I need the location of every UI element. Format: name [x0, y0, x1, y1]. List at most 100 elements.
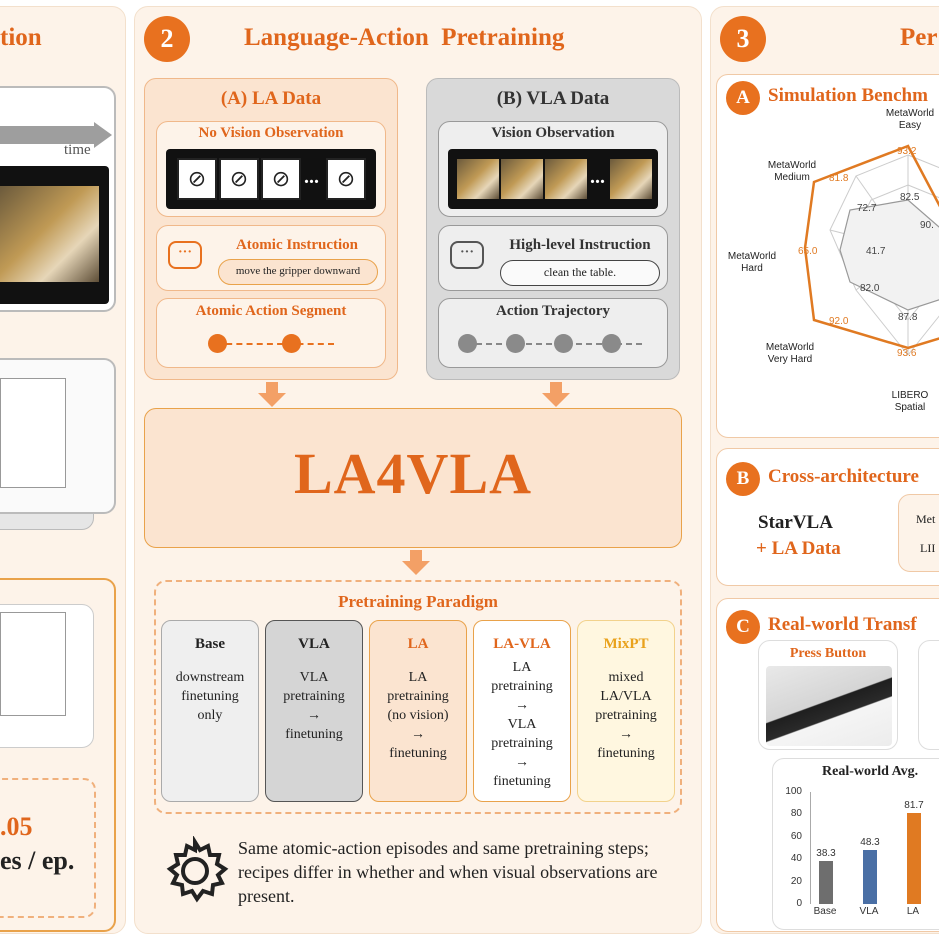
cross-result-line-1: Met — [916, 512, 936, 526]
eye-off-icon: ⊘ — [229, 166, 249, 191]
radar-outer-easy: 93.2 — [897, 146, 917, 157]
la-frame-ellipsis: ... — [304, 166, 319, 188]
arrow-vla-head — [542, 393, 570, 407]
radar-axis-medium: MetaWorld Medium — [767, 160, 817, 183]
section-2-title: Language-Action Pretraining — [244, 24, 565, 51]
time-arrow — [0, 126, 96, 144]
paradigm-line: only — [197, 708, 223, 723]
atomic-action-dot-end — [282, 334, 301, 353]
radar-inner-very-hard: 82.0 — [860, 283, 880, 294]
high-level-text: clean the table. — [500, 260, 660, 286]
paradigm-line: pretraining — [491, 679, 553, 694]
radar-inner-series — [839, 199, 939, 311]
trajectory-dot-2 — [506, 334, 525, 353]
paradigm-note: Same atomic-action episodes and same pre… — [238, 838, 658, 906]
chat-icon-grey: ··· — [450, 241, 484, 269]
y-tick-label: 20 — [790, 875, 802, 887]
blind-frame-3: ⊘ — [261, 158, 301, 200]
paradigm-line: → — [619, 727, 633, 742]
arrow-paradigm-head — [402, 561, 430, 575]
blind-frame-2: ⊘ — [219, 158, 259, 200]
radar-axis-hard: MetaWorld Hard — [727, 251, 777, 274]
bar-base — [819, 861, 833, 904]
time-arrow-head — [94, 122, 112, 148]
paradigm-col-name: LA — [407, 636, 429, 652]
blind-frame-1: ⊘ — [177, 158, 217, 200]
paradigm-col-name: LA-VLA — [493, 636, 551, 652]
vision-label: Vision Observation — [491, 125, 615, 141]
atomic-action-box — [156, 298, 386, 368]
vla-frame-4 — [610, 159, 652, 199]
paradigm-line: → — [515, 755, 529, 770]
radar-axis-spatial: LIBERO Spatial — [891, 390, 929, 413]
paradigm-title: Pretraining Paradigm — [338, 592, 498, 611]
gear-icon — [166, 836, 229, 903]
paradigm-line: pretraining — [491, 736, 553, 751]
section-2-badge: 2 — [144, 16, 190, 62]
paradigm-line: LA/VLA — [600, 689, 652, 704]
left-stat-value: .05 — [0, 812, 33, 841]
radar-inner-extra: 90. — [920, 220, 934, 231]
paradigm-line: LA — [512, 660, 532, 675]
blind-frame-4: ⊘ — [326, 158, 366, 200]
paradigm-line: downstream — [175, 670, 245, 685]
atomic-action-dot-start — [208, 334, 227, 353]
vla-frame-ellipsis: ... — [590, 166, 605, 188]
y-tick-label: 40 — [790, 853, 802, 865]
paradigm-line: finetuning — [389, 746, 447, 761]
radar-axis-very-hard: MetaWorld Very Hard — [765, 342, 815, 365]
radar-inner-medium: 72.7 — [857, 203, 877, 214]
left-plot — [0, 378, 66, 488]
second-task-card — [918, 640, 939, 750]
paradigm-line: finetuning — [597, 746, 655, 761]
paradigm-line: (no vision) — [387, 708, 449, 723]
arrow-paradigm-stem — [410, 550, 422, 562]
section-3-badge: 3 — [720, 16, 766, 62]
radar-outer-series — [803, 144, 939, 350]
arrow-la-stem — [266, 382, 278, 394]
vla-frame-3 — [545, 159, 587, 199]
y-tick-label: 100 — [785, 786, 802, 797]
eye-off-icon: ⊘ — [336, 166, 356, 191]
real-badge: C — [726, 610, 760, 644]
left-stat-box — [0, 778, 96, 918]
vla-data-title: (B) VLA Data — [496, 88, 610, 109]
paradigm-col-la: LA LA pretraining (no vision) → finetuni… — [369, 620, 467, 802]
chat-icon: ··· — [168, 241, 202, 269]
left-stat-unit: es / ep. — [0, 846, 75, 875]
bar-la — [907, 812, 921, 904]
paradigm-col-base: Base downstream finetuning only — [161, 620, 259, 802]
paradigm-line: pretraining — [283, 689, 345, 704]
arrow-la-head — [258, 393, 286, 407]
trajectory-dot-3 — [554, 334, 573, 353]
trajectory-dot-4 — [602, 334, 621, 353]
press-button-photo — [766, 666, 892, 746]
bar-vla — [863, 849, 877, 904]
paradigm-col-mixpt: MixPT mixed LA/VLA pretraining → finetun… — [577, 620, 675, 802]
eye-off-icon: ⊘ — [271, 166, 291, 191]
paradigm-line: VLA — [507, 717, 537, 732]
vla-frame-1 — [457, 159, 499, 199]
y-tick-label: 80 — [790, 808, 802, 820]
atomic-action-title: Atomic Action Segment — [195, 303, 347, 319]
left-plot-2 — [0, 612, 66, 716]
cross-result-box — [898, 494, 939, 572]
eye-off-icon: ⊘ — [187, 166, 207, 191]
radar-inner-easy: 82.5 — [900, 192, 920, 203]
trajectory-dot-1 — [458, 334, 477, 353]
paradigm-line: finetuning — [181, 689, 239, 704]
x-tick-label: Base — [813, 906, 837, 917]
y-tick-label: 0 — [796, 898, 802, 909]
sim-badge: A — [726, 81, 760, 115]
paradigm-line: finetuning — [493, 774, 551, 789]
press-button-label: Press Button — [789, 646, 867, 661]
paradigm-line: mixed — [608, 670, 644, 685]
paradigm-col-la-vla: LA-VLA LA pretraining → VLA pretraining … — [473, 620, 571, 802]
atomic-instruction-title: Atomic Instruction — [235, 237, 359, 253]
x-tick-label: LA — [906, 906, 920, 917]
paradigm-line: VLA — [299, 670, 329, 685]
time-label: time — [64, 142, 91, 158]
